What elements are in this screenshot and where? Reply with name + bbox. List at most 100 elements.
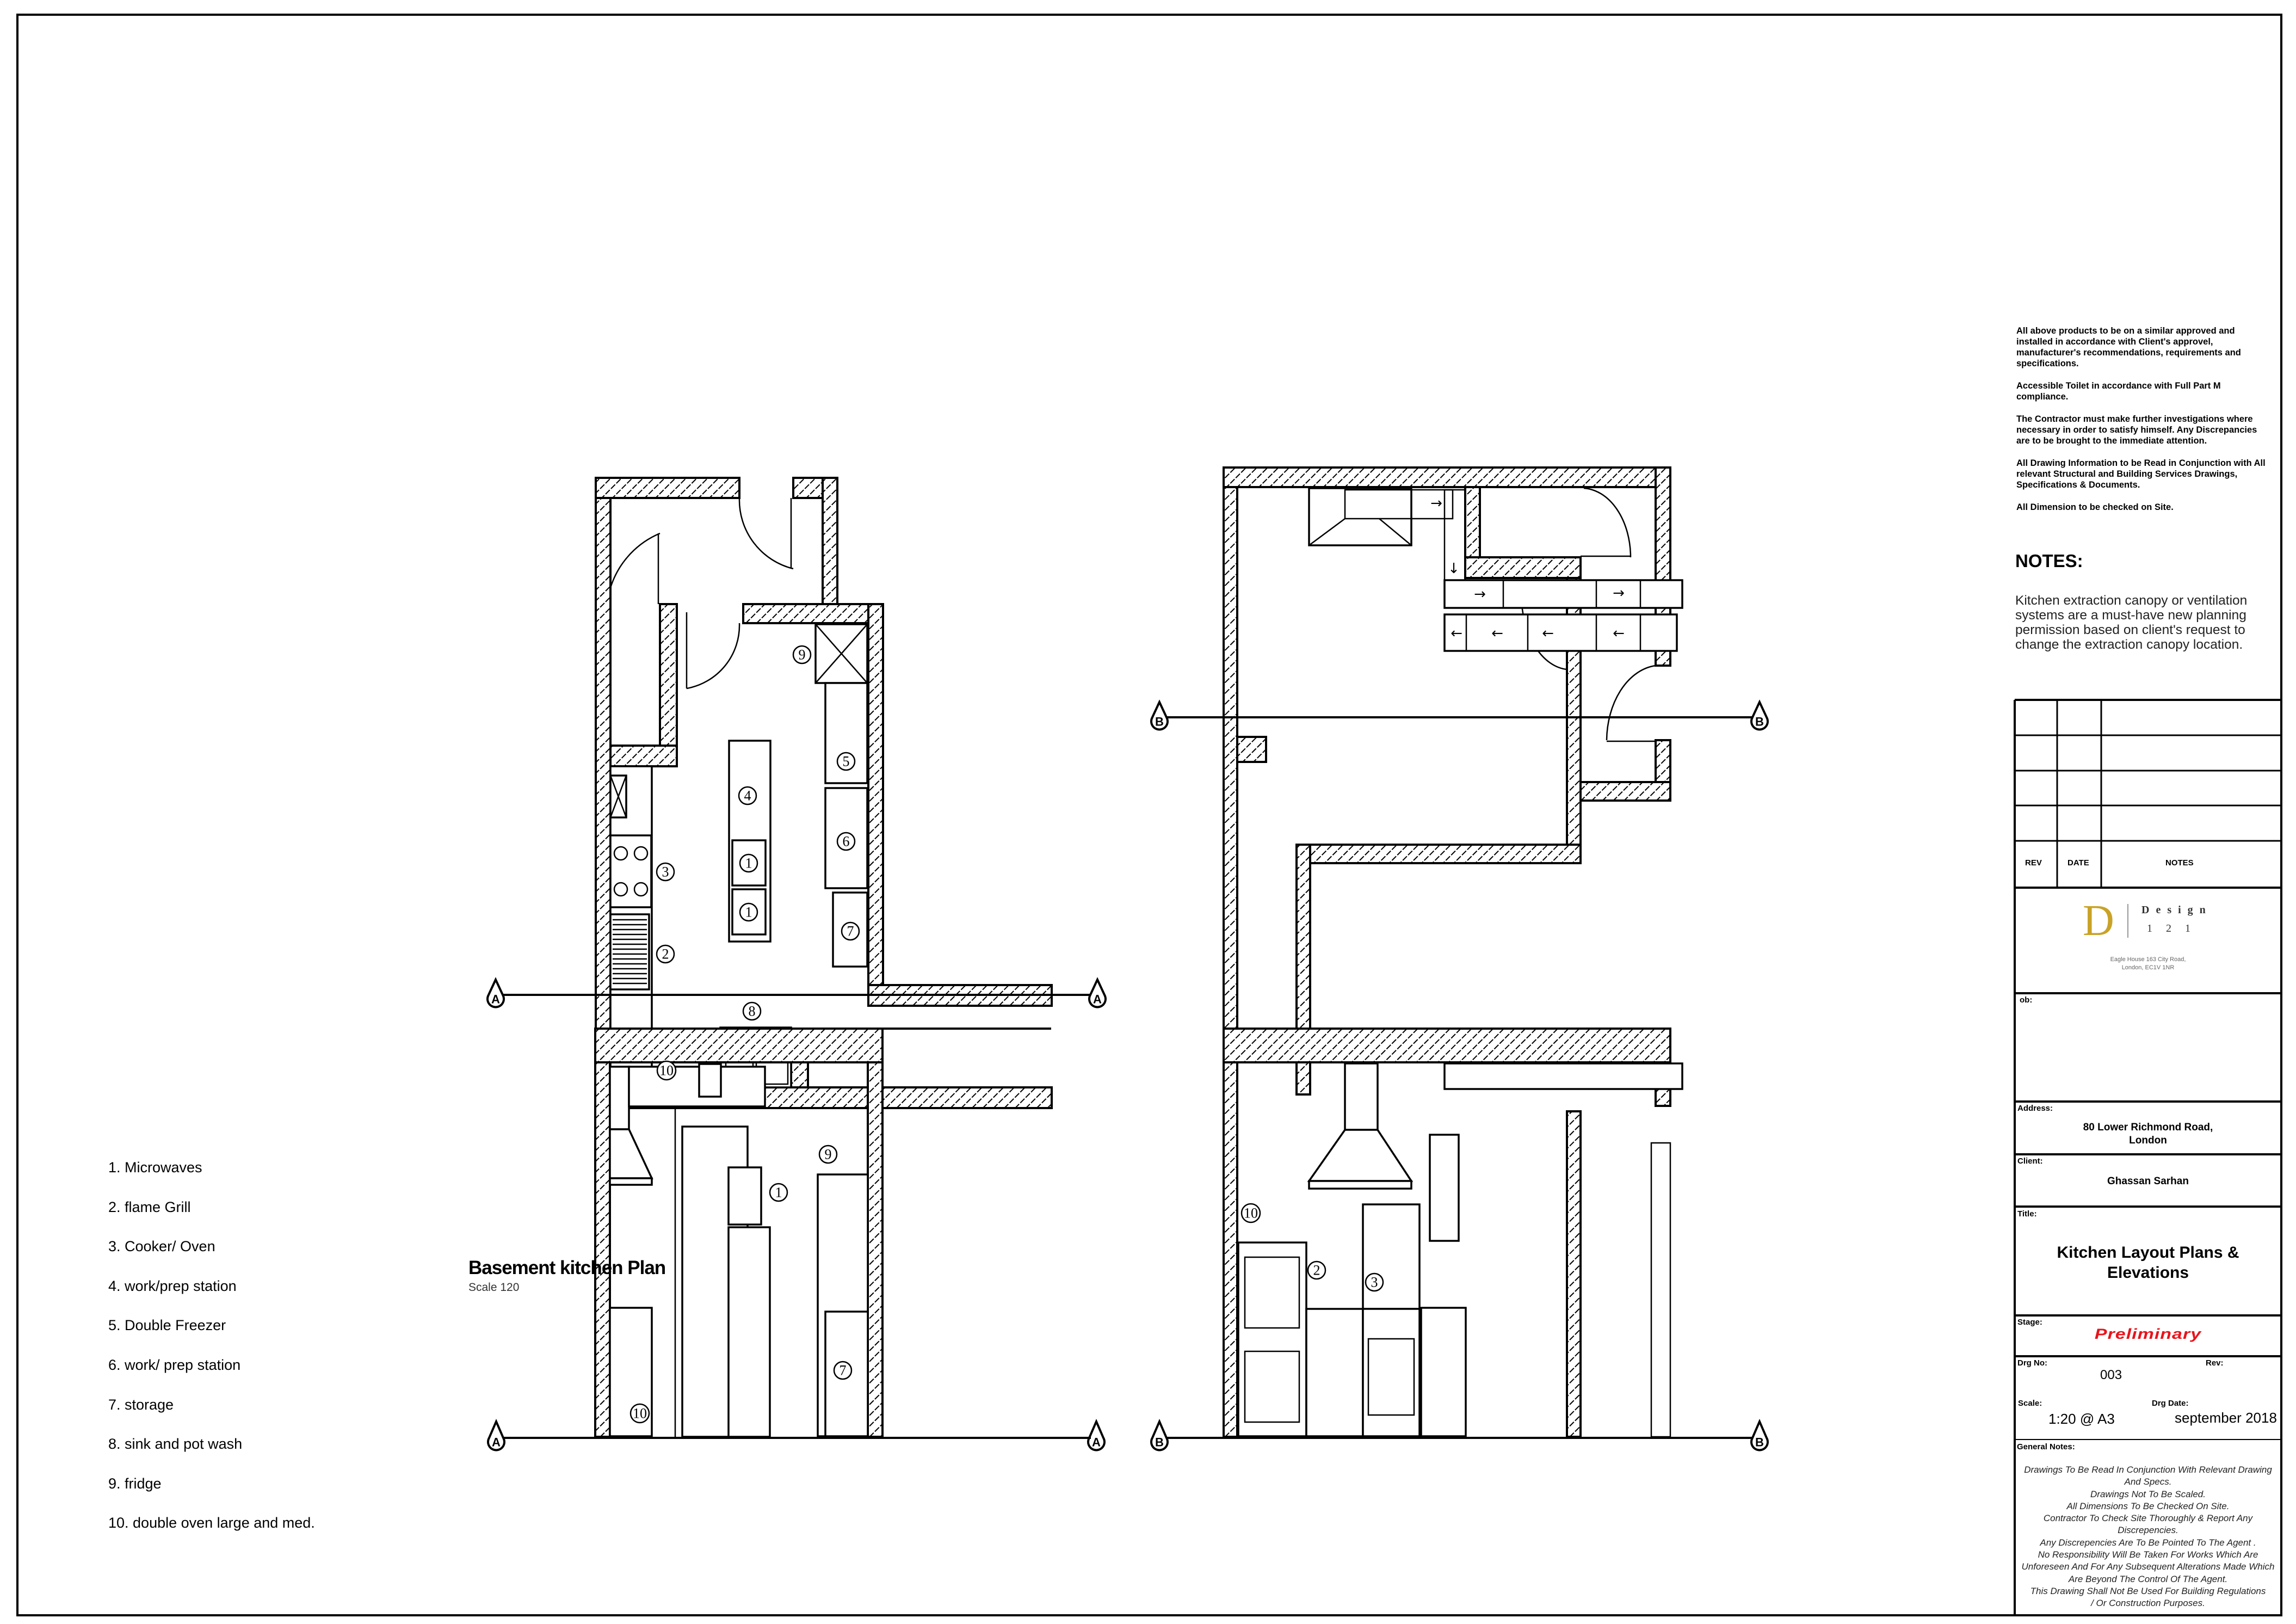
note-paragraph: All Drawing Information to be Read in Co… xyxy=(2016,458,2266,490)
general-spec-notes: All above products to be on a similar ap… xyxy=(2016,325,2272,524)
logo-divider xyxy=(2127,904,2128,938)
cooker-elev xyxy=(1362,1308,1421,1437)
legend-item: 3. Cooker/ Oven xyxy=(108,1238,215,1255)
date-header: DATE xyxy=(2067,858,2089,868)
general-note-line: This Drawing Shall Not Be Used For Build… xyxy=(2030,1585,2266,1596)
address-line: London xyxy=(2129,1135,2167,1146)
section-marker-b: B xyxy=(1750,699,1769,731)
elevation-a-balloons: 1 9 7 10 xyxy=(629,1145,853,1424)
general-note-line: Drawings Not To Be Scaled. xyxy=(2090,1488,2206,1499)
svg-text:B: B xyxy=(1755,715,1764,729)
general-note-line: Any Discrepencies Are To Be Pointed To T… xyxy=(2040,1537,2256,1548)
svg-text:9: 9 xyxy=(799,647,806,663)
general-note-line: Contractor To Check Site Thoroughly & Re… xyxy=(2043,1513,2253,1524)
title-block-frame xyxy=(2014,699,2281,1615)
svg-text:A: A xyxy=(491,993,500,1006)
extract-duct xyxy=(1443,579,1683,609)
cooker-burners xyxy=(609,834,652,908)
plan-a-walls xyxy=(595,477,1053,1109)
flame-grill xyxy=(609,913,650,991)
svg-text:2: 2 xyxy=(662,946,669,962)
svg-text:1: 1 xyxy=(745,856,752,871)
plan-scale: Scale 120 xyxy=(468,1281,520,1294)
duct-arrow-icon: ← xyxy=(1613,625,1625,642)
legend-item: 7. storage xyxy=(108,1396,174,1413)
general-note-line: Drawings To Be Read In Conjunction With … xyxy=(2024,1465,2272,1475)
legend-item: 8. sink and pot wash xyxy=(108,1436,243,1453)
duct-arrow-icon: → xyxy=(1613,585,1625,601)
item-balloon: 1 xyxy=(739,902,758,922)
logo-letter: D xyxy=(2083,897,2114,945)
section-marker-b: B xyxy=(1150,699,1169,731)
svg-text:10: 10 xyxy=(1244,1205,1258,1221)
section-marker-b: B xyxy=(1750,1418,1769,1451)
svg-text:6: 6 xyxy=(843,834,850,850)
job-label: ob: xyxy=(2020,995,2033,1005)
legend-item: 10. double oven large and med. xyxy=(108,1515,315,1531)
extraction-ductwork: → ↓ → → ← ← ← ← xyxy=(1308,487,1683,652)
general-note-line: And Specs. xyxy=(2124,1477,2172,1487)
address-line: 80 Lower Richmond Road, xyxy=(2083,1122,2213,1133)
note-paragraph: The Contractor must make further investi… xyxy=(2016,414,2257,446)
duct-arrow-icon: ← xyxy=(1451,625,1462,642)
sheet-border xyxy=(16,14,2282,1616)
section-marker-a: A xyxy=(486,977,505,1008)
company-address: Eagle House 163 City Road, London, EC1V … xyxy=(2015,956,2281,972)
plan-a-equipment xyxy=(609,623,868,1088)
plan-b-walls xyxy=(1223,466,1671,1096)
notes-heading: NOTES: xyxy=(2015,551,2083,571)
item-balloon: 4 xyxy=(738,786,757,805)
svg-text:7: 7 xyxy=(840,1363,847,1379)
svg-text:A: A xyxy=(1093,993,1102,1006)
note-paragraph: All Dimension to be checked on Site. xyxy=(2016,502,2174,512)
svg-text:3: 3 xyxy=(662,864,669,880)
drg-no-value: 003 xyxy=(2100,1368,2122,1382)
legend-item: 2. flame Grill xyxy=(108,1198,191,1215)
svg-text:5: 5 xyxy=(843,754,850,770)
stage-label: Stage: xyxy=(2017,1318,2042,1327)
item-balloon: 10 xyxy=(1240,1203,1261,1223)
company-address-line: London, EC1V 1NR xyxy=(2121,964,2175,971)
company-logo: D Design 1 2 1 xyxy=(2083,897,2208,945)
client-value: Ghassan Sarhan xyxy=(2107,1176,2189,1187)
section-marker-a: A xyxy=(1088,977,1107,1008)
svg-text:B: B xyxy=(1155,715,1164,729)
general-note-line: Discrepencies. xyxy=(2118,1525,2178,1536)
scale-value: 1:20 @ A3 xyxy=(2048,1411,2115,1427)
svg-text:B: B xyxy=(1155,1436,1164,1449)
svg-text:3: 3 xyxy=(1371,1275,1378,1290)
extraction-hood xyxy=(1307,1129,1414,1182)
svg-text:B: B xyxy=(1755,1436,1764,1449)
stage-value: Preliminary xyxy=(2094,1325,2202,1343)
notes-header: NOTES xyxy=(2165,858,2194,868)
general-note-line: No Responsibility Will Be Taken For Work… xyxy=(2038,1549,2258,1560)
item-balloon: 7 xyxy=(841,921,860,941)
general-note-line: All Dimensions To Be Checked On Site. xyxy=(2066,1500,2230,1511)
item-balloon: 3 xyxy=(1365,1272,1384,1292)
drawing-title: Kitchen Layout Plans & Elevations xyxy=(2015,1242,2281,1283)
company-address-line: Eagle House 163 City Road, xyxy=(2110,956,2186,963)
scale-label: Scale: xyxy=(2018,1399,2042,1408)
svg-text:2: 2 xyxy=(1313,1263,1320,1278)
supply-duct xyxy=(1443,613,1678,652)
svg-text:1: 1 xyxy=(775,1185,782,1201)
drg-date-value: september 2018 xyxy=(2175,1410,2277,1426)
general-note-line: Unforeseen And For Any Subsequent Altera… xyxy=(2021,1561,2275,1572)
legend-item: 1. Microwaves xyxy=(108,1159,202,1176)
plan-a-balloons: 9 5 4 6 1 1 3 7 2 8 10 xyxy=(656,645,860,1081)
equipment-legend: 1. Microwaves 2. flame Grill 3. Cooker/ … xyxy=(108,1159,315,1554)
client-label: Client: xyxy=(2017,1157,2043,1166)
item-balloon: 6 xyxy=(836,832,856,851)
title-label: Title: xyxy=(2017,1209,2037,1219)
drg-no-label: Drg No: xyxy=(2017,1358,2047,1368)
item-balloon: 2 xyxy=(1307,1260,1326,1280)
logo-number: 1 2 1 xyxy=(2147,922,2196,934)
svg-text:A: A xyxy=(1092,1436,1101,1449)
plan-a-doors xyxy=(609,497,794,690)
general-note-line: / Or Construction Purposes. xyxy=(2091,1598,2205,1609)
svg-text:10: 10 xyxy=(659,1063,674,1079)
storage xyxy=(832,891,868,968)
section-marker-a: A xyxy=(1087,1418,1106,1451)
drawing-title-line: Kitchen Layout Plans & xyxy=(2057,1244,2239,1262)
note-paragraph: Accessible Toilet in accordance with Ful… xyxy=(2016,381,2221,402)
